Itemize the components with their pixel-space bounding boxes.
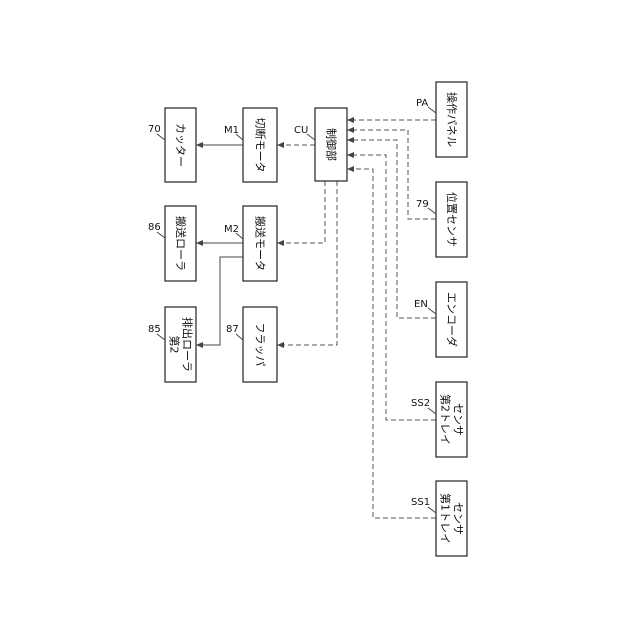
cutter-block: カッター 70 [148, 108, 196, 182]
convey-roller-ref: 86 [148, 222, 161, 233]
discharge-roller-label-2: 排出ローラ [181, 317, 195, 372]
flapper-label: フラッパ [254, 323, 267, 367]
tray2-sensor-leader [428, 408, 436, 414]
pos-sensor-label: 位置センサ [445, 192, 459, 247]
tray1-sensor-label-1: 第1トレイ [439, 493, 453, 544]
convey-motor-label: 搬送モータ [254, 216, 268, 271]
controller-block: 制御部 CU [294, 108, 347, 181]
cutter-label: カッター [174, 123, 187, 167]
convey-roller-label: 搬送ローラ [174, 216, 188, 271]
discharge-roller-block: 第2 排出ローラ 85 [148, 307, 196, 382]
tray1-sensor-ref: SS1 [411, 497, 430, 508]
discharge-roller-leader [157, 334, 165, 340]
encoder-label: エンコーダ [445, 292, 459, 347]
discharge-roller-label-1: 第2 [168, 336, 182, 354]
tray1-sensor-leader [428, 507, 436, 513]
tray2-to-controller-line [347, 155, 436, 420]
pos-sensor-leader [428, 208, 436, 214]
encoder-block: エンコーダ EN [414, 282, 467, 357]
tray2-sensor-label-1: 第2トレイ [439, 394, 453, 445]
convey-motor-leader [236, 233, 243, 239]
flapper-leader [236, 334, 243, 340]
tray2-sensor-label-2: センサ [452, 403, 465, 436]
tray1-to-controller-line [347, 169, 436, 518]
controller-label: 制御部 [325, 128, 339, 161]
encoder-ref: EN [414, 299, 428, 310]
convey-roller-block: 搬送ローラ 86 [148, 206, 196, 281]
cut-motor-label: 切断モータ [254, 118, 268, 173]
convey-roller-leader [157, 232, 165, 238]
cutter-ref: 70 [148, 124, 161, 135]
discharge-roller-ref: 85 [148, 324, 161, 335]
controller-leader [307, 134, 315, 140]
panel-ref: PA [416, 98, 428, 109]
panel-label: 操作パネル [445, 92, 459, 147]
controller-to-convey-motor-line [277, 181, 325, 243]
cutter-leader [157, 134, 165, 140]
panel-leader [428, 107, 436, 113]
flapper-block: フラッパ 87 [226, 307, 277, 382]
tray2-sensor-ref: SS2 [411, 398, 430, 409]
tray1-sensor-label-2: センサ [452, 502, 465, 535]
encoder-leader [428, 308, 436, 314]
flapper-ref: 87 [226, 324, 239, 335]
cut-motor-leader [236, 134, 243, 140]
encoder-to-controller-line [347, 140, 436, 318]
controller-to-flapper-line [277, 181, 337, 345]
pos-sensor-ref: 79 [416, 199, 429, 210]
controller-ref: CU [294, 125, 308, 136]
